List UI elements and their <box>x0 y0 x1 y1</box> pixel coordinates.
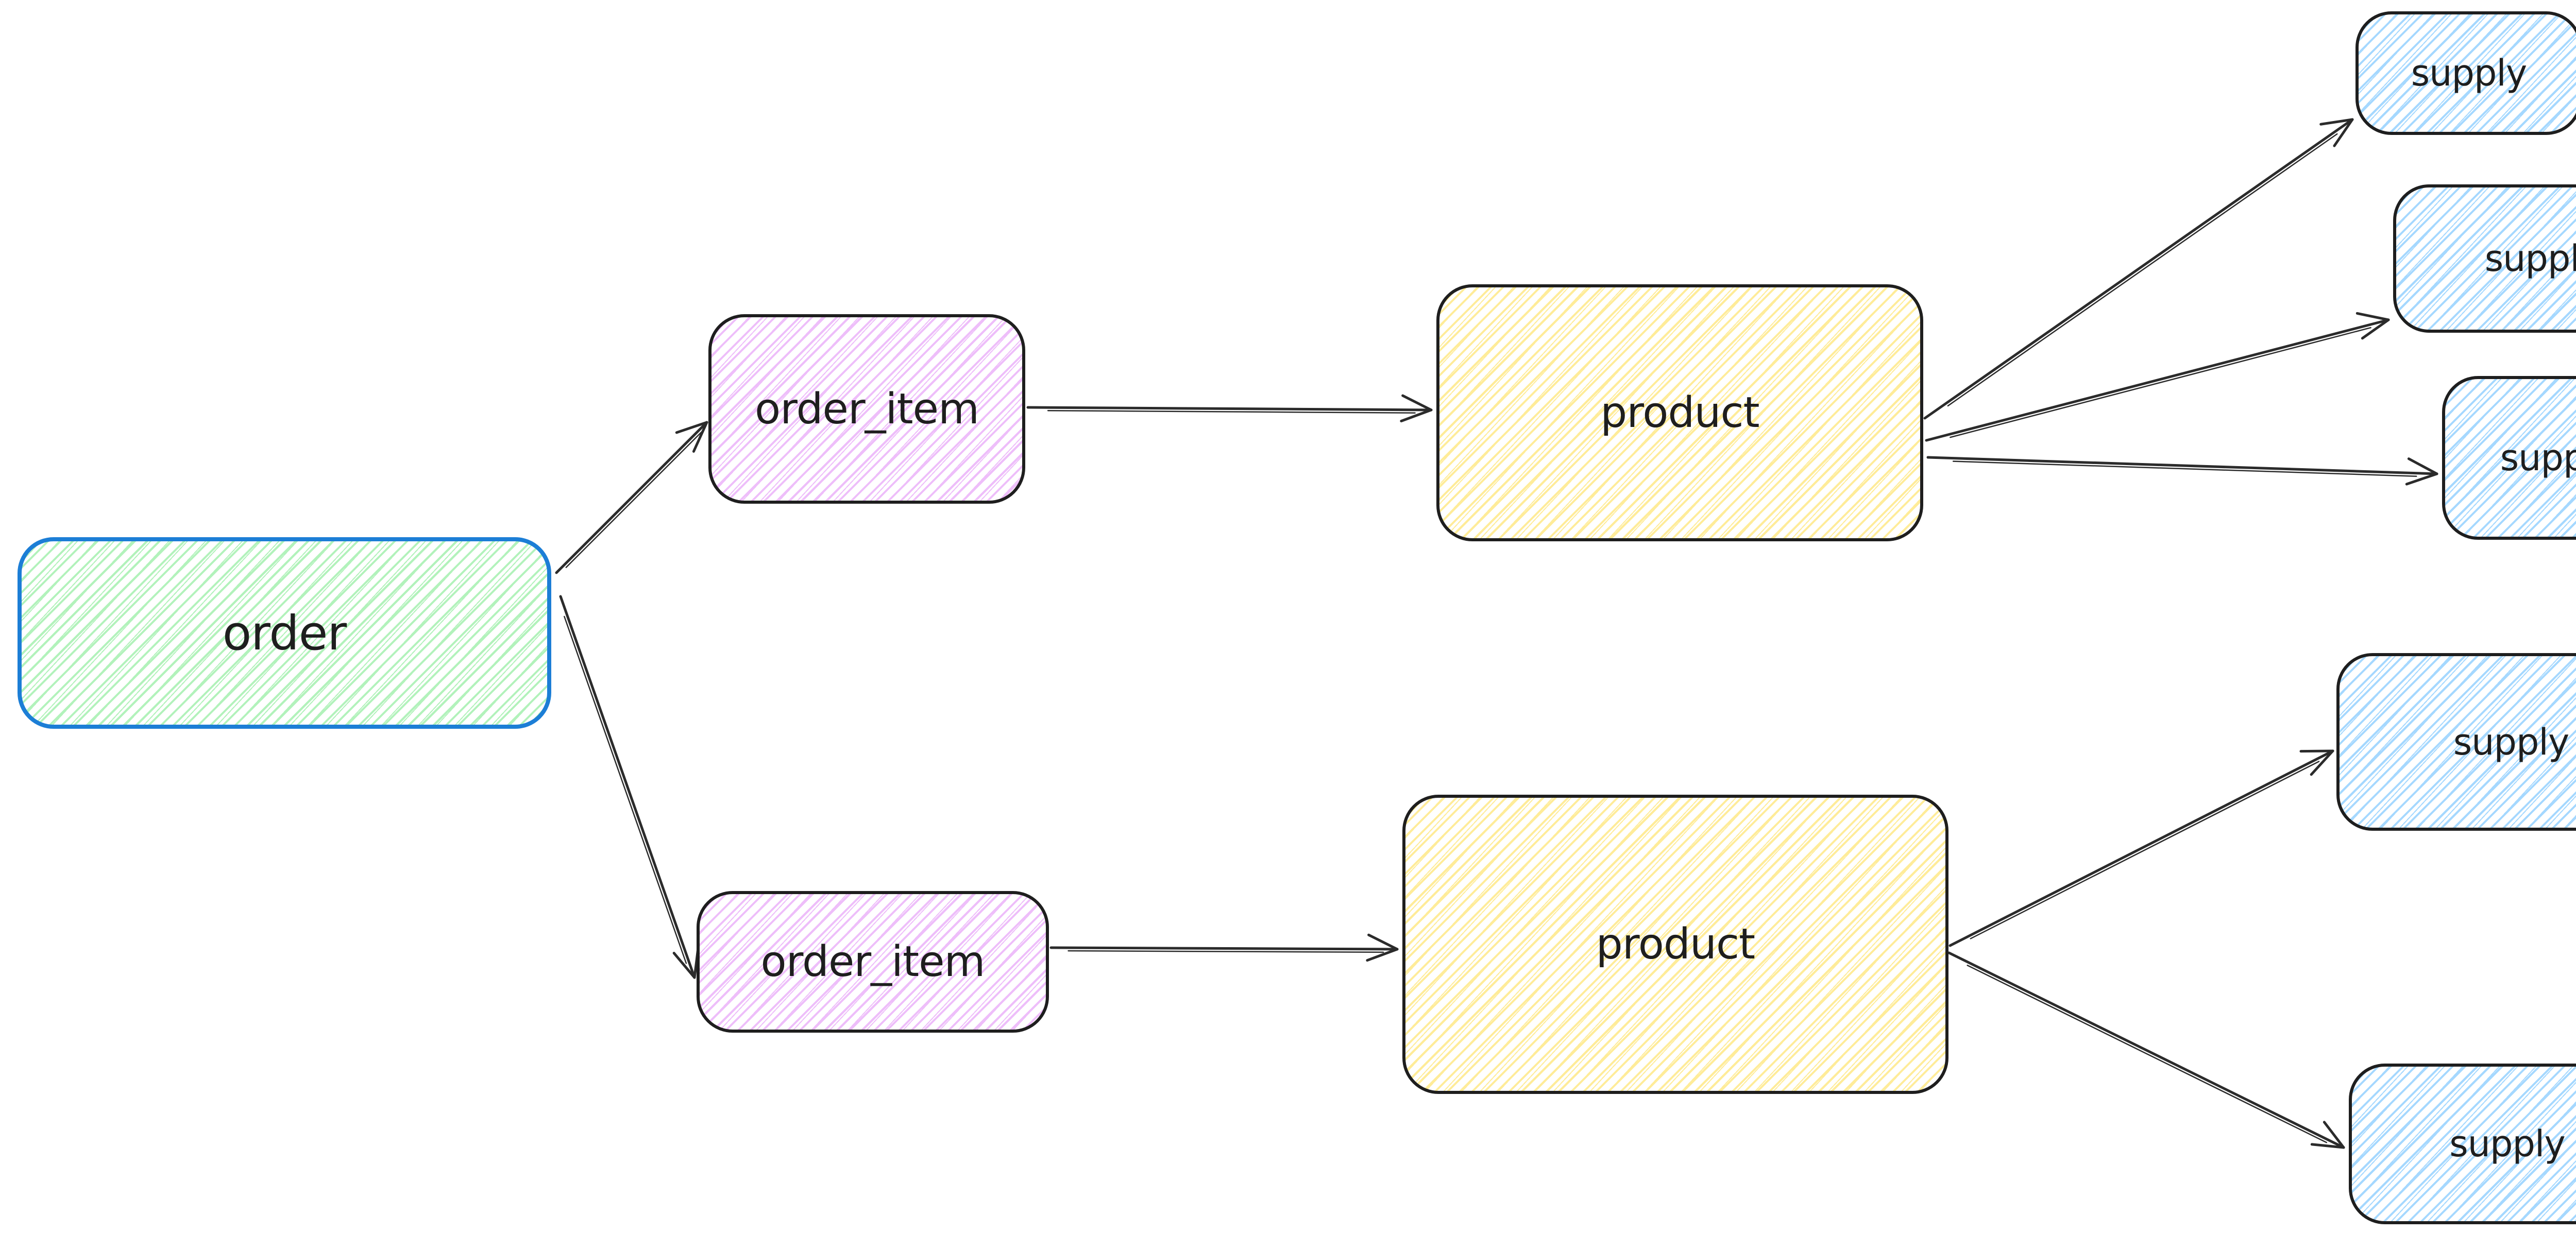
edge-order-to-order_item_2[interactable] <box>559 595 700 979</box>
edge-product_2-to-supply_5[interactable] <box>1947 951 2345 1149</box>
edge-order_item_2-to-product_2[interactable] <box>1049 933 1399 962</box>
node-supply-3-label: supply <box>2500 437 2576 479</box>
node-product-1-label: product <box>1600 388 1759 437</box>
edge-product_1-to-supply_3[interactable] <box>1926 456 2438 486</box>
node-supply-2[interactable]: supply <box>2393 184 2576 333</box>
node-supply-4[interactable]: supply <box>2336 653 2576 831</box>
node-product-2-label: product <box>1596 920 1755 969</box>
edge-order_item_1-to-product_1[interactable] <box>1026 394 1433 422</box>
node-order-item-1[interactable]: order_item <box>708 314 1025 504</box>
node-order-item-2-label: order_item <box>760 937 986 986</box>
node-order-label: order <box>222 605 347 661</box>
node-supply-1-label: supply <box>2411 52 2528 94</box>
node-order-item-2[interactable]: order_item <box>697 891 1049 1033</box>
node-supply-1[interactable]: supply <box>2355 11 2576 135</box>
node-order-item-1-label: order_item <box>755 384 979 434</box>
node-order[interactable]: order <box>18 537 551 729</box>
node-supply-5-label: supply <box>2449 1123 2566 1165</box>
edge-product_1-to-supply_2[interactable] <box>1925 312 2390 442</box>
edge-product_2-to-supply_4[interactable] <box>1948 749 2334 947</box>
edge-order-to-order_item_1[interactable] <box>555 421 708 574</box>
node-product-2[interactable]: product <box>1402 795 1948 1094</box>
edge-product_1-to-supply_1[interactable] <box>1923 118 2354 420</box>
node-supply-3[interactable]: supply <box>2442 376 2576 540</box>
node-product-1[interactable]: product <box>1436 284 1923 541</box>
node-supply-5[interactable]: supply <box>2349 1064 2576 1224</box>
node-supply-2-label: supply <box>2484 237 2576 280</box>
node-supply-4-label: supply <box>2453 721 2570 763</box>
